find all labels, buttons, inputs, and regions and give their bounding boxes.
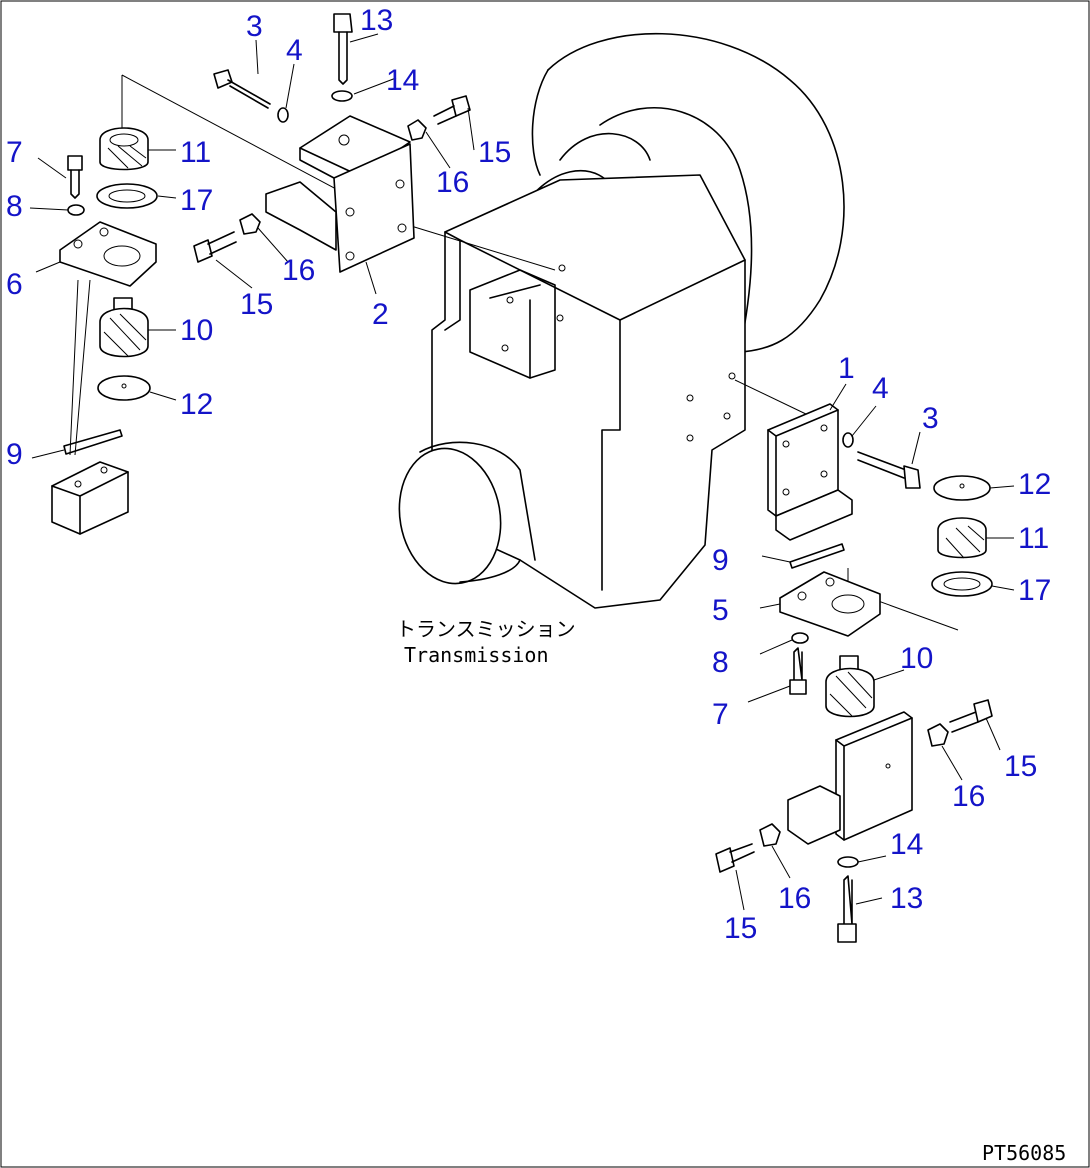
nut-16-right-upper <box>927 723 949 747</box>
callout-10-left: 10 <box>180 314 213 347</box>
washer-4-right <box>842 432 854 448</box>
rubber-mount-10-right <box>825 655 875 718</box>
callout-3-left: 3 <box>246 10 263 43</box>
callout-1-right: 1 <box>838 352 855 385</box>
drawing-code: PT56085 <box>982 1141 1066 1165</box>
plate-17-right <box>931 571 993 597</box>
callout-14-left: 14 <box>386 64 419 97</box>
bolt-15-left-lower <box>193 231 237 263</box>
callout-labels: 3 13 4 14 7 11 15 8 17 16 6 16 15 2 10 1… <box>6 4 1051 945</box>
bolt-3-right <box>857 451 921 489</box>
callout-10-right: 10 <box>900 642 933 675</box>
callout-9-right: 9 <box>712 544 729 577</box>
nut-16-right-lower <box>759 823 781 847</box>
callout-leaders-right <box>735 383 1015 911</box>
rubber-mount-10-left <box>99 297 149 358</box>
washer-14-right <box>837 856 859 868</box>
leader-right-bracket <box>734 379 809 416</box>
rubber-mount-11-left <box>99 127 149 171</box>
washer-14-left <box>331 90 353 102</box>
callout-16-right-lower: 16 <box>778 882 811 915</box>
bracket-1-right <box>767 403 853 541</box>
bolt-3-left <box>213 69 271 109</box>
callout-15-left-lower: 15 <box>240 288 273 321</box>
pin-9-right <box>789 543 845 569</box>
callout-17-left: 17 <box>180 184 213 217</box>
bolt-7-left <box>67 155 83 199</box>
stopper-bracket-right <box>787 711 913 845</box>
callout-4-left: 4 <box>286 34 303 67</box>
callout-13-left: 13 <box>360 4 393 37</box>
bolt-15-left-upper <box>433 95 471 125</box>
washer-4-left <box>277 107 289 123</box>
callout-11-right: 11 <box>1018 522 1049 555</box>
callout-3-right: 3 <box>922 402 939 435</box>
transmission-housing <box>398 32 845 609</box>
callout-7-right: 7 <box>712 698 729 731</box>
callout-9-left: 9 <box>6 438 23 471</box>
callout-15-right-lower: 15 <box>724 912 757 945</box>
callout-16-left-upper: 16 <box>436 166 469 199</box>
callout-7-left: 7 <box>6 136 23 169</box>
plate-17-left <box>96 183 158 209</box>
callout-6-left: 6 <box>6 268 23 301</box>
callout-5-right: 5 <box>712 594 729 627</box>
bolt-15-right-upper <box>949 699 993 733</box>
mount-plate-5-right <box>779 571 881 637</box>
bracket-2-left <box>265 115 415 273</box>
transmission-caption-jp: トランスミッション <box>396 617 576 641</box>
transmission-caption-en: Transmission <box>404 643 549 667</box>
callout-16-left-lower: 16 <box>282 254 315 287</box>
callout-15-right-upper: 15 <box>1004 750 1037 783</box>
callout-16-right-upper: 16 <box>952 780 985 813</box>
callout-12-left: 12 <box>180 388 213 421</box>
callout-13-right: 13 <box>890 882 923 915</box>
washer-8-right <box>791 632 809 644</box>
bolt-13-left <box>333 13 353 85</box>
callout-17-right: 17 <box>1018 574 1051 607</box>
bolt-7-right <box>789 647 807 695</box>
nut-16-left-upper <box>407 119 427 141</box>
pin-9-left <box>63 429 123 455</box>
bolt-15-right-lower <box>715 843 755 873</box>
callout-8-left: 8 <box>6 190 23 223</box>
callout-14-right: 14 <box>890 828 923 861</box>
nut-16-left-lower <box>239 213 261 235</box>
mount-plate-6-left <box>59 221 157 287</box>
stopper-block-left <box>51 461 129 535</box>
callout-15-left-upper: 15 <box>478 136 511 169</box>
bolt-13-right <box>837 875 857 943</box>
callout-4-right: 4 <box>872 372 889 405</box>
callout-12-right: 12 <box>1018 468 1051 501</box>
callout-leaders-left <box>29 33 475 459</box>
callout-8-right: 8 <box>712 646 729 679</box>
rubber-mount-11-right <box>937 517 987 559</box>
callout-11-left: 11 <box>180 136 211 169</box>
washer-8-left <box>67 204 85 216</box>
callout-2-left: 2 <box>372 298 389 331</box>
